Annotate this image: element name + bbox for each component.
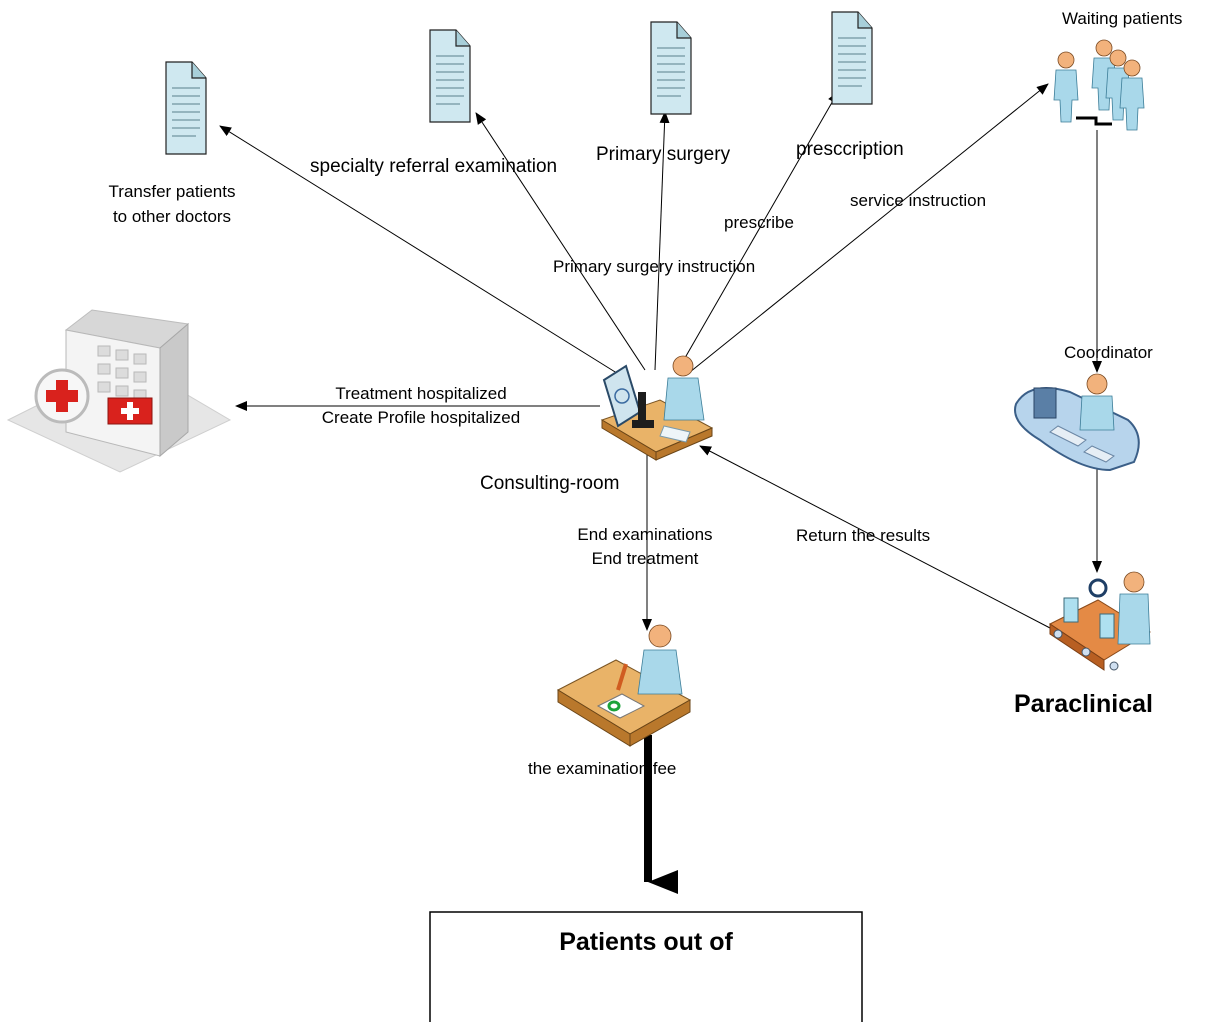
document-icon: [429, 29, 471, 123]
document-icon: [831, 11, 873, 105]
edge-label-end-1: End examinations: [577, 525, 712, 544]
edge-label-end-2: End treatment: [592, 549, 699, 568]
doctor-at-desk-icon: [600, 355, 714, 461]
prescription-label: presccription: [796, 139, 904, 160]
document-icon: [650, 21, 692, 115]
edge-label-hospitalized-1: Treatment hospitalized: [335, 384, 506, 403]
primary-surgery-label: Primary surgery: [596, 144, 731, 165]
laboratory-conveyor-icon: [1049, 571, 1151, 671]
cashier-desk-icon: [556, 624, 692, 747]
waiting-patients-label: Waiting patients: [1062, 9, 1182, 28]
edge-label-return-results: Return the results: [796, 526, 930, 545]
edge-transfer: [219, 125, 621, 376]
edge-label-hospitalized-2: Create Profile hospitalized: [322, 408, 520, 427]
coordinator-workstation-icon: [1014, 373, 1140, 472]
edge-label-transfer-1: Transfer patients: [109, 182, 236, 201]
edge-prescription: [677, 91, 839, 371]
document-icon: [165, 61, 207, 155]
coordinator-label: Coordinator: [1064, 343, 1153, 362]
edge-label-service-instruction: service instruction: [850, 191, 986, 210]
hospital-building-icon: [6, 309, 232, 473]
edge-service-instruction: [689, 83, 1049, 373]
edge-specialty-referral: [475, 112, 646, 371]
flow-edges: [219, 83, 1102, 894]
edge-label-examination-fee: the examination fee: [528, 759, 676, 778]
edge-primary-surgery: [654, 111, 670, 371]
edge-label-transfer-2: to other doctors: [113, 207, 231, 226]
edge-label-primary-surgery-instruction: Primary surgery instruction: [553, 257, 755, 276]
consulting-room-label: Consulting-room: [480, 473, 619, 494]
edge-return-results: [699, 445, 1051, 629]
edge-label-prescribe: prescribe: [724, 213, 794, 232]
patients-out-box: [429, 911, 863, 1022]
patients-out-label: Patients out of: [559, 928, 733, 956]
paraclinical-label: Paraclinical: [1014, 690, 1153, 718]
specialty-referral-label: specialty referral examination: [310, 156, 557, 177]
patient-group-icon: [1053, 39, 1145, 131]
